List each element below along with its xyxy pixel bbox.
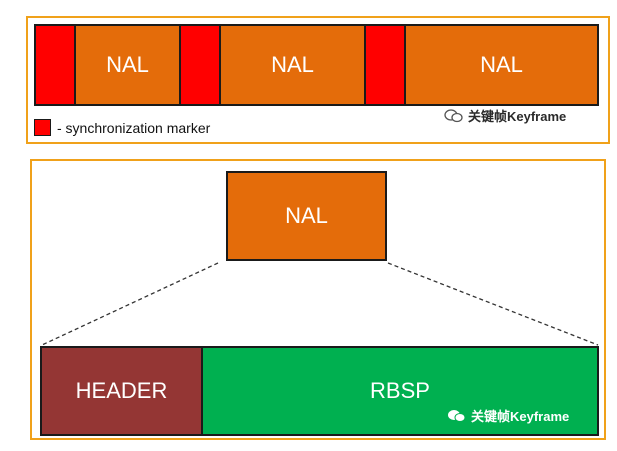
legend: - synchronization marker [34, 119, 210, 136]
nal-block: NAL [219, 24, 366, 106]
sync-marker [34, 24, 76, 106]
nal-structure-panel: NAL HEADER RBSP 关键帧Keyframe [30, 159, 606, 440]
left-dashed-line [41, 262, 219, 346]
watermark-text: 关键帧Keyframe [471, 409, 570, 424]
nal-block: NAL [74, 24, 181, 106]
rbsp-box: RBSP [201, 346, 599, 436]
expansion-lines [41, 262, 599, 346]
sync-marker [364, 24, 406, 106]
watermark: 关键帧Keyframe [444, 106, 566, 125]
wechat-icon [444, 108, 463, 122]
nal-block: NAL [404, 24, 599, 106]
nal-stream-panel: NAL NAL NAL - synchronization marker 关键帧… [26, 16, 610, 144]
sync-marker [179, 24, 221, 106]
legend-label: - synchronization marker [57, 119, 211, 136]
watermark: 关键帧Keyframe [447, 406, 569, 425]
right-dashed-line [387, 262, 599, 346]
nal-unit-box: NAL [226, 171, 387, 261]
watermark-text: 关键帧Keyframe [468, 109, 567, 124]
header-box: HEADER [40, 346, 203, 436]
legend-swatch [34, 119, 51, 136]
wechat-icon [448, 409, 466, 422]
